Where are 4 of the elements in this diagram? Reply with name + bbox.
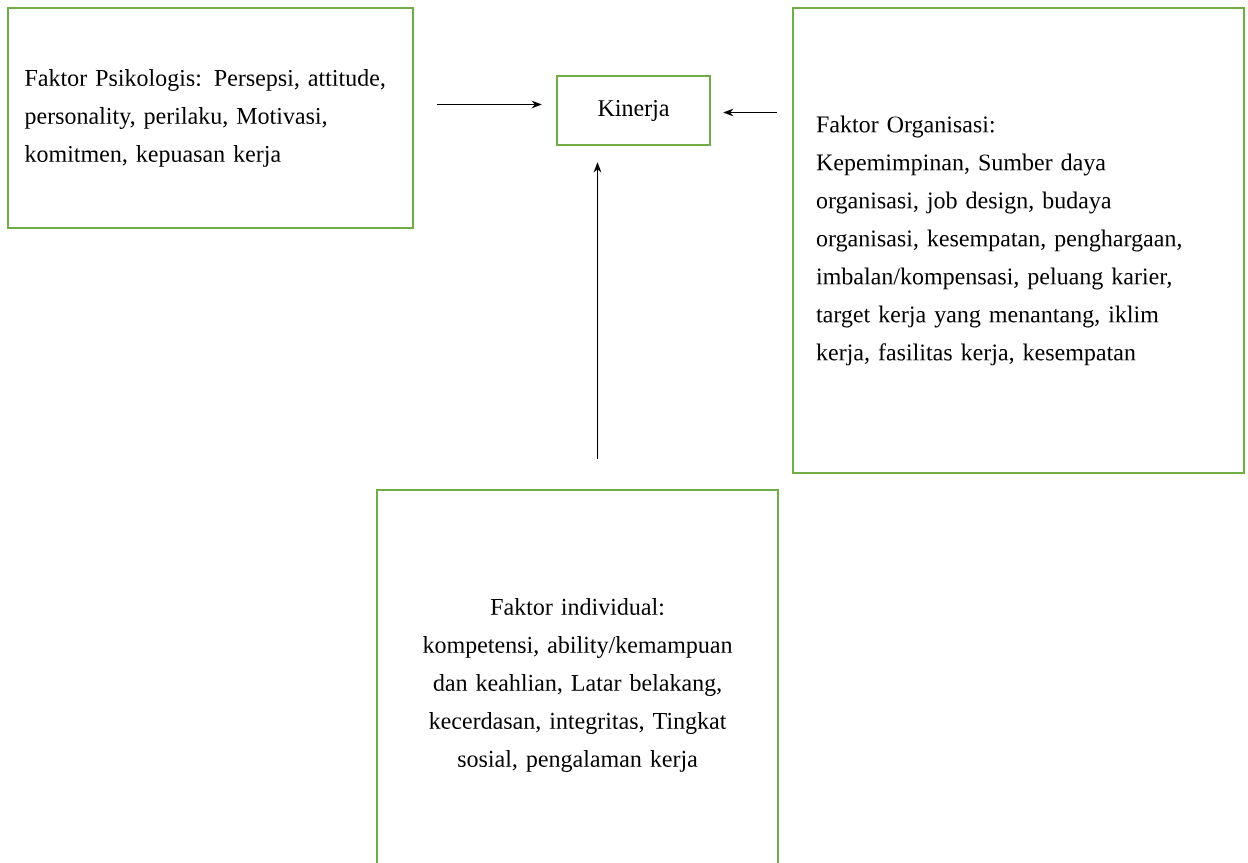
text-box: Kinerja [556,75,711,146]
text-box: Faktor Psikologis: Persepsi, attitude, personality, perilaku, Motivasi, komitmen, kepuasan kerja [7,7,414,229]
text-box: Faktor Organisasi: Kepemimpinan, Sumber daya organisasi, job design, budaya organisasi, kesempatan, penghargaan, imbalan/kompensasi, peluang karier, target kerja yang menantang, iklim kerja, fasilitas kerja, kesempatan [792,7,1245,474]
text-box: Faktor individual: kompetensi, ability/kemampuan dan keahlian, Latar belakang, kecerdasan, integritas, Tingkat sosial, pengalaman kerja [376,489,779,863]
